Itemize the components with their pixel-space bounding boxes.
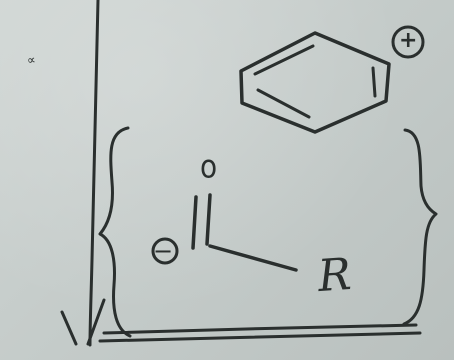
benzene-inner-bond-3 <box>256 88 311 119</box>
arrow-head <box>60 298 106 346</box>
benzene-ring-hexagon <box>239 31 391 134</box>
anion-charge-sign: − <box>153 237 174 265</box>
carbonyl-double-bond <box>191 193 212 250</box>
left-curly-brace <box>98 126 132 338</box>
anion-charge-circle <box>151 237 179 265</box>
baseline-rule-top <box>102 323 418 335</box>
carbon-r-bond <box>208 244 298 272</box>
baseline-rule-bottom <box>98 331 422 343</box>
right-curly-brace <box>402 128 438 326</box>
cation-charge-circle <box>391 25 425 59</box>
carbonyl-oxygen-label: o <box>200 147 218 186</box>
cation-charge-sign: + <box>399 28 418 53</box>
r-group-label: R <box>316 248 353 303</box>
top-left-mark: ∝ <box>26 52 37 68</box>
vertical-arrow-line <box>88 0 100 347</box>
benzene-inner-bond-1 <box>253 44 315 76</box>
benzene-inner-bond-2 <box>371 66 377 98</box>
